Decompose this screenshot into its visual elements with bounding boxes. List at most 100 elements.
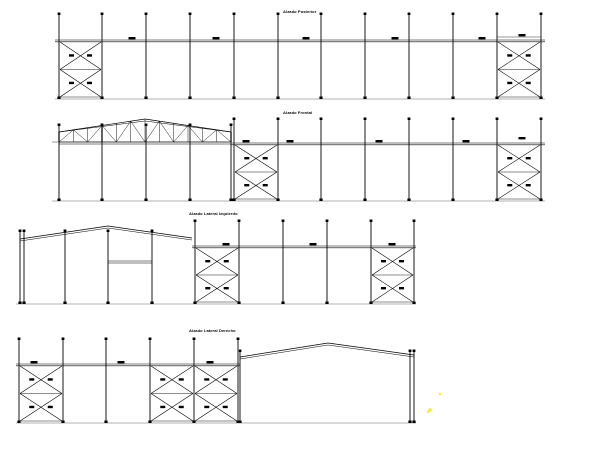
rafter <box>19 227 109 242</box>
column-cap <box>363 12 367 15</box>
member-tag <box>30 361 38 364</box>
column-cap <box>276 117 280 120</box>
column-cap <box>192 337 196 340</box>
truss-web <box>101 125 117 143</box>
column-base <box>407 198 411 201</box>
yellow-marker <box>438 392 442 396</box>
title-left-elevation: Alzado Lateral Izquierdo <box>189 211 238 216</box>
member-tag <box>128 37 136 40</box>
brace-diagonal <box>497 69 541 98</box>
member-tag <box>205 260 211 263</box>
column-cap <box>144 12 148 15</box>
member-tag <box>160 405 166 409</box>
brace-diagonal <box>371 274 414 303</box>
column-base <box>451 198 455 201</box>
brace-diagonal <box>19 393 63 422</box>
column-cap <box>451 117 455 120</box>
member-tag <box>68 81 74 85</box>
member-tag <box>507 157 513 160</box>
column-cap <box>188 12 192 15</box>
column-base <box>363 198 367 201</box>
column-cap <box>236 337 240 340</box>
column-base <box>539 96 543 99</box>
column-base <box>57 198 61 201</box>
column-base <box>17 420 21 423</box>
title-right-elevation: Alzado Lateral Derecho <box>189 328 236 333</box>
member-tag <box>242 140 250 143</box>
truss-web <box>144 121 160 143</box>
column-cap <box>319 117 323 120</box>
column-base <box>276 96 280 99</box>
member-tag <box>205 287 211 290</box>
column-cap <box>407 117 411 120</box>
truss-web <box>216 129 232 143</box>
column-base <box>232 198 236 201</box>
column-cap <box>412 349 416 352</box>
column-cap <box>144 123 148 126</box>
member-tag <box>47 378 53 381</box>
member-tag <box>212 37 220 40</box>
left-elevation <box>16 219 416 305</box>
member-tag <box>222 378 228 381</box>
column-base <box>193 301 197 304</box>
column-base <box>232 96 236 99</box>
brace-diagonal <box>195 247 239 276</box>
column-cap <box>319 12 323 15</box>
member-tag <box>206 361 214 364</box>
column-cap <box>407 12 411 15</box>
yellow-markers <box>426 392 442 414</box>
member-tag <box>223 287 229 290</box>
column-cap <box>188 123 192 126</box>
member-tag <box>87 54 93 57</box>
column-cap <box>18 229 22 232</box>
member-tag <box>29 405 35 409</box>
member-tag <box>222 405 228 409</box>
column-cap <box>539 12 543 15</box>
member-tag <box>518 34 526 37</box>
column-base <box>325 301 329 304</box>
member-tag <box>399 287 405 290</box>
member-tag <box>525 157 531 160</box>
member-tag <box>244 184 250 187</box>
member-tag <box>160 378 166 381</box>
title-front-elevation: Alzado Frontal <box>283 110 313 115</box>
truss-web <box>87 125 103 143</box>
column-cap <box>495 12 499 15</box>
column-base <box>237 301 241 304</box>
member-tag <box>507 184 513 187</box>
column-cap <box>100 12 104 15</box>
column-base <box>412 301 416 304</box>
front-elevation <box>52 117 545 202</box>
column-cap <box>22 229 26 232</box>
column-base <box>236 420 240 423</box>
rafter <box>327 344 415 358</box>
rafter <box>239 342 329 358</box>
column-cap <box>237 219 241 222</box>
member-tag <box>222 243 230 246</box>
member-tag <box>388 243 396 246</box>
member-tag <box>178 405 184 409</box>
member-tag <box>380 287 386 290</box>
brace-diagonal <box>195 274 239 303</box>
brace-diagonal <box>234 171 278 200</box>
member-tag <box>507 81 513 85</box>
column-cap <box>17 337 21 340</box>
column-base <box>100 198 104 201</box>
column-base <box>188 96 192 99</box>
member-tag <box>204 378 210 381</box>
brace-diagonal <box>19 365 63 394</box>
column-base <box>192 420 196 423</box>
column-cap <box>408 349 412 352</box>
rafter <box>107 227 193 241</box>
member-tag <box>29 378 35 381</box>
column-base <box>18 301 22 304</box>
column-cap <box>100 123 104 126</box>
member-tag <box>223 260 229 263</box>
column-base <box>408 420 412 423</box>
member-tag <box>380 260 386 263</box>
member-tag <box>309 243 317 246</box>
column-base <box>495 198 499 201</box>
column-base <box>144 96 148 99</box>
column-base <box>495 96 499 99</box>
